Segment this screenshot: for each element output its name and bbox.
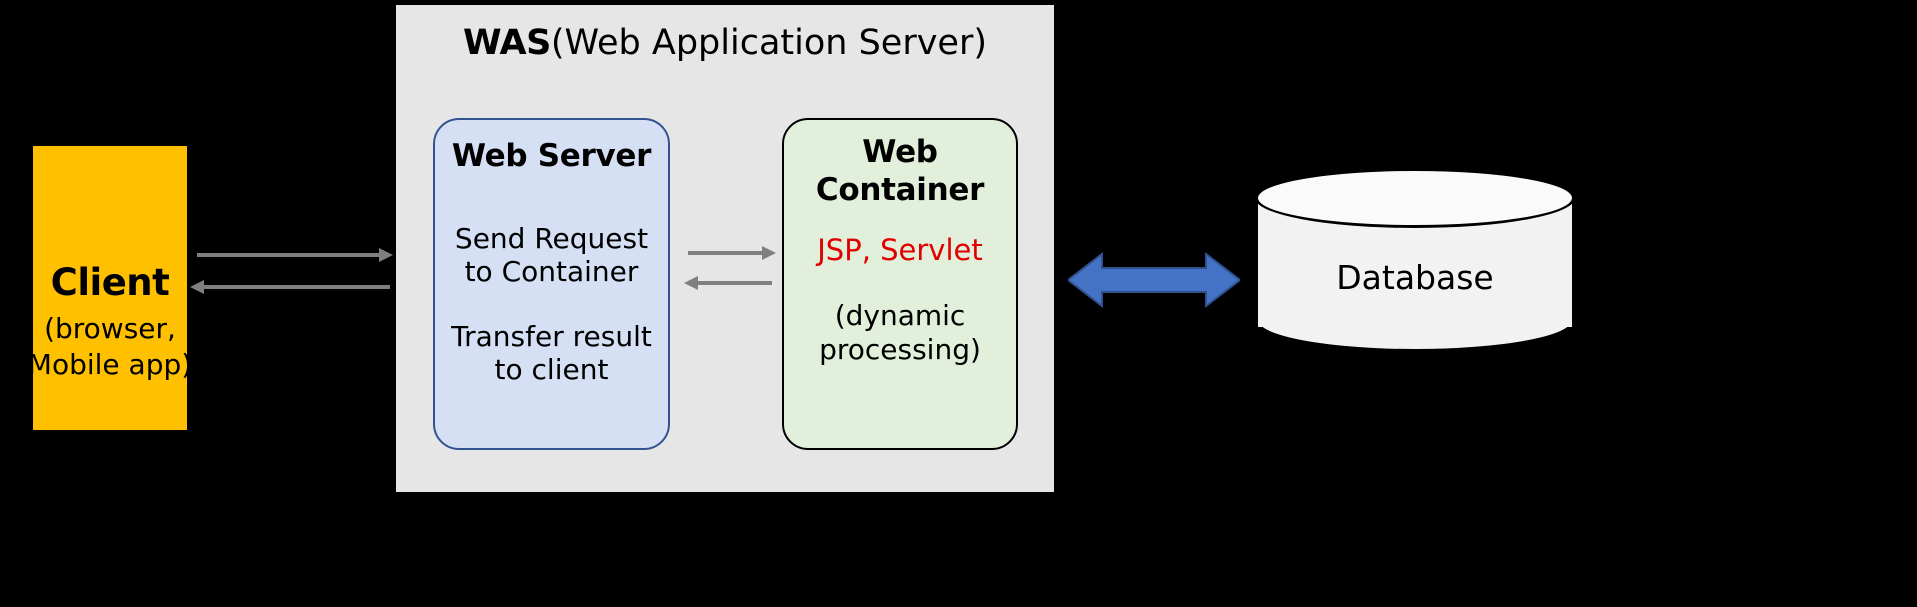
- web-server-line-1b: to Container: [464, 255, 639, 288]
- client-box: [33, 146, 187, 430]
- web-container-title: Web Container: [815, 134, 985, 208]
- database-cylinder: [1255, 168, 1575, 354]
- arrow-line: [204, 285, 390, 289]
- arrow-line: [698, 281, 772, 285]
- web-server-title: Web Server: [451, 138, 652, 174]
- client-title: Client: [50, 261, 170, 304]
- database-cylinder-top: [1255, 168, 1575, 228]
- web-container-box: [782, 118, 1018, 450]
- web-server-box: [433, 118, 670, 450]
- client-subtitle-line2: Mobile app): [27, 348, 193, 381]
- web-container-sub-line2: processing): [819, 333, 981, 366]
- was-title-bold: WAS: [462, 23, 551, 63]
- client-subtitle-line1: (browser,: [44, 312, 176, 345]
- database-label: Database: [1336, 258, 1494, 297]
- was-title-rest: (Web Application Server): [550, 23, 988, 63]
- arrow-head-left-icon: [684, 276, 698, 290]
- web-server-text-block-2: Transfer result to client: [433, 320, 670, 386]
- arrow-head-right-icon: [379, 248, 393, 262]
- arrow-webserver-to-container: [688, 246, 776, 260]
- arrow-container-to-webserver: [684, 276, 772, 290]
- arrow-head-left-icon: [190, 280, 204, 294]
- arrow-line: [688, 251, 762, 255]
- web-server-line-1a: Send Request: [454, 222, 649, 255]
- web-container-tech: JSP, Servlet: [817, 233, 983, 267]
- arrow-client-to-was: [197, 248, 393, 262]
- arrow-was-to-client: [190, 280, 390, 294]
- web-server-line-2a: Transfer result: [451, 320, 652, 353]
- was-title: WAS(Web Application Server): [396, 22, 1054, 64]
- client-subtitle: (browser, Mobile app): [20, 311, 200, 383]
- double-arrow-icon: [1066, 251, 1242, 309]
- web-server-text-block-1: Send Request to Container: [433, 222, 670, 288]
- arrow-head-right-icon: [762, 246, 776, 260]
- web-server-line-2b: to client: [494, 353, 609, 386]
- web-container-subtitle: (dynamic processing): [782, 299, 1018, 367]
- arrow-was-to-database: [1066, 251, 1242, 309]
- web-container-sub-line1: (dynamic: [834, 299, 966, 332]
- arrow-line: [197, 253, 379, 257]
